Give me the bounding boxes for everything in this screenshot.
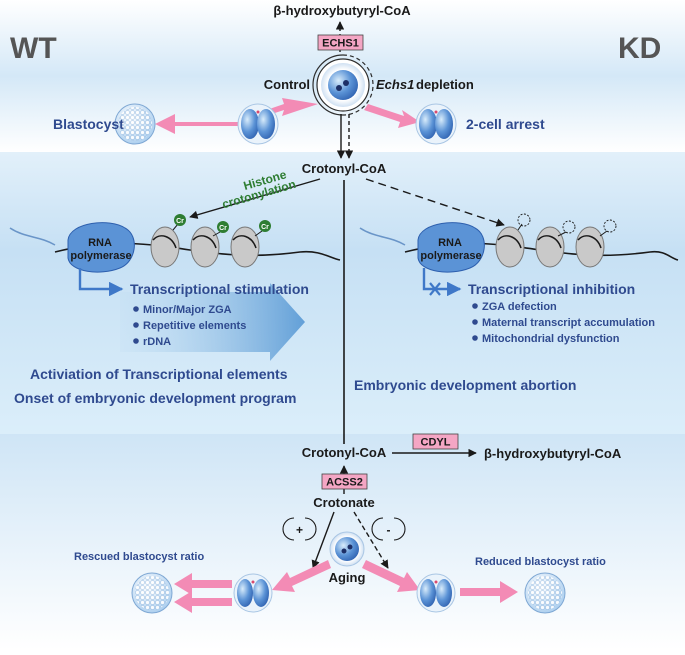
reduced-blastocyst-icon	[524, 572, 566, 614]
rescued-blastocyst-icon	[131, 572, 173, 614]
crotonyl-coa-top-label: Crotonyl-CoA	[302, 161, 387, 176]
two-cell-arrest-label: 2-cell arrest	[466, 116, 545, 132]
inhib-item-3: Mitochondrial dysfunction	[482, 333, 620, 345]
hydroxybutyryl-coa-top-label: β-hydroxybutyryl-CoA	[273, 3, 411, 18]
stim-item-1: Minor/Major ZGA	[143, 304, 232, 316]
cdyl-enzyme-box	[412, 433, 459, 450]
echs1-depletion-gene: Echs1	[376, 77, 414, 92]
stim-item-2: Repetitive elements	[143, 320, 246, 332]
empty-stalk-2	[557, 231, 567, 237]
activation-label: Activiation of Transcriptional elements	[30, 366, 288, 382]
central-oocyte-icon	[312, 54, 374, 116]
plus-label: +	[296, 523, 303, 537]
arrested-two-cell-icon	[415, 103, 457, 145]
nucleosome-right-2	[535, 226, 565, 268]
acss2-enzyme-box	[321, 473, 368, 490]
blastocyst-label: Blastocyst	[53, 116, 124, 132]
abortion-label: Embryonic development abortion	[354, 377, 576, 393]
nucleosome-left-1	[150, 226, 180, 268]
inhib-bullet-2	[472, 319, 478, 325]
reduced-two-cell-icon	[416, 573, 456, 613]
rna-label-right: RNA	[438, 237, 462, 249]
empty-mark-2	[562, 220, 576, 234]
nucleosome-right-3	[575, 226, 605, 268]
nucleosome-right-1	[495, 226, 525, 268]
kd-to-arrest-arrow	[364, 104, 420, 128]
cr-mark-3	[259, 220, 271, 232]
cdyl-label: CDYL	[421, 437, 451, 449]
kd-crotonylation-dashed-arrow	[365, 178, 505, 227]
blastocyst-icon	[114, 103, 156, 145]
crotonate-label: Crotonate	[313, 495, 374, 510]
polymerase-label-left: polymerase	[70, 250, 131, 262]
two-cell-embryo-icon	[237, 103, 279, 145]
nucleosome-left-3	[230, 226, 260, 268]
minus-badge	[371, 517, 406, 541]
aging-oocyte-icon	[329, 531, 365, 567]
rescued-arrow-1	[174, 573, 232, 595]
depletion-label: depletion	[416, 77, 474, 92]
inhib-item-1: ZGA defection	[482, 301, 557, 313]
stim-bullet-3	[133, 338, 139, 344]
rescued-arrow-2	[174, 591, 232, 613]
stim-bullet-2	[133, 322, 139, 328]
stim-item-3: rDNA	[143, 336, 171, 348]
crotonate-plus-arrow	[311, 511, 335, 569]
inhib-item-2: Maternal transcript accumulation	[482, 317, 655, 329]
rna-polymerase-right-icon	[417, 222, 485, 273]
stim-bullet-1	[133, 306, 139, 312]
control-label: Control	[264, 77, 310, 92]
inhibition-title: Transcriptional inhibition	[468, 281, 635, 297]
crotonate-minus-arrow	[353, 511, 389, 569]
plus-badge	[282, 517, 317, 541]
reduced-label: Reduced blastocyst ratio	[475, 556, 606, 568]
echs1-enzyme-box	[317, 34, 364, 51]
crotonyl-coa-bottom-label: Crotonyl-CoA	[302, 445, 387, 460]
rescued-two-cell-icon	[233, 573, 273, 613]
blocked-transcription-arrow	[422, 268, 462, 297]
empty-mark-1	[517, 213, 531, 227]
cr-label-2: Cr	[219, 225, 227, 232]
empty-stalk-3	[599, 230, 608, 237]
aging-to-left-arrow	[272, 560, 331, 592]
reduced-arrow	[460, 581, 518, 603]
cr-mark-2	[217, 221, 229, 233]
cr-stalk-3	[254, 230, 263, 237]
onset-label: Onset of embryonic development program	[14, 390, 296, 406]
echs1-label: ECHS1	[322, 38, 359, 50]
to-blastocyst-arrow	[155, 114, 240, 134]
hydroxybutyryl-coa-bottom-label: β-hydroxybutyryl-CoA	[484, 446, 622, 461]
inhib-bullet-3	[472, 335, 478, 341]
cr-label-3: Cr	[261, 224, 269, 231]
histone-crotonylation-arrow	[189, 178, 321, 219]
stimulation-big-arrow	[120, 283, 305, 361]
wt-label: WT	[10, 32, 57, 65]
mrna-strand-right	[359, 227, 406, 246]
aging-to-right-arrow	[362, 560, 420, 592]
cr-stalk-2	[212, 231, 221, 237]
empty-mark-3	[603, 219, 617, 233]
acss2-label: ACSS2	[326, 477, 363, 489]
minus-label: -	[387, 523, 391, 537]
mrna-strand-left	[9, 227, 56, 246]
polymerase-label-right: polymerase	[420, 250, 481, 262]
nucleosome-left-2	[190, 226, 220, 268]
inhib-bullet-1	[472, 303, 478, 309]
aging-label: Aging	[329, 570, 366, 585]
rna-label-left: RNA	[88, 237, 112, 249]
kd-label: KD	[618, 32, 661, 65]
block-x-icon	[429, 282, 441, 296]
stimulation-title: Transcriptional stimulation	[130, 281, 309, 297]
rescued-label: Rescued blastocyst ratio	[74, 551, 204, 563]
cr-mark-1	[174, 214, 186, 226]
transcription-start-arrow	[78, 268, 124, 297]
cr-label-1: Cr	[176, 218, 184, 225]
